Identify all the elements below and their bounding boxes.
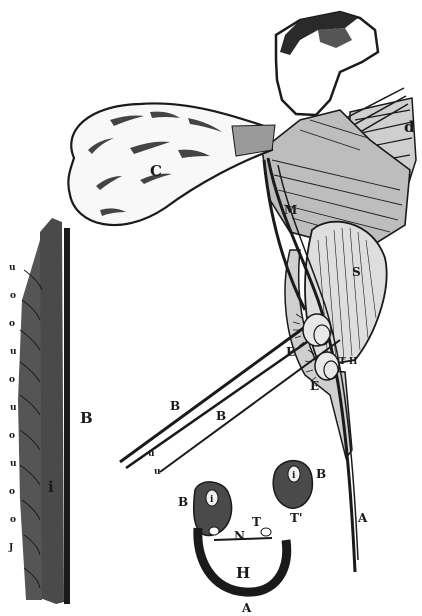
- label-n: N: [234, 529, 245, 543]
- side-marks: u o o u o u o u o oJ: [8, 263, 17, 553]
- side-mark: o: [9, 375, 15, 385]
- label-u2: u: [154, 467, 161, 477]
- label-b-mid1: B: [170, 399, 180, 413]
- label-i-left: i: [48, 478, 54, 496]
- side-mark: J: [8, 543, 13, 553]
- bladder-sac-c: [68, 103, 275, 225]
- label-b-left: B: [80, 409, 93, 427]
- label-b-mid2: B: [216, 409, 226, 423]
- label-e-upper: E: [286, 345, 295, 359]
- label-a-right: A: [357, 511, 368, 525]
- label-b-cs-left: B: [178, 495, 188, 509]
- label-b-cs-right: B: [316, 467, 326, 481]
- skull-fragment: [276, 12, 378, 115]
- label-i-cs-left: i: [210, 495, 214, 505]
- label-t-prime: T': [290, 511, 303, 525]
- side-mark: o: [9, 431, 15, 441]
- side-mark: o: [9, 319, 15, 329]
- label-u1: u: [148, 449, 155, 459]
- vertical-column-b: [18, 218, 70, 604]
- side-mark: u: [10, 459, 17, 469]
- side-mark: u: [10, 347, 17, 357]
- label-th: T H: [339, 357, 358, 367]
- label-s: S: [352, 265, 361, 279]
- label-h: H: [236, 564, 250, 582]
- label-m: M: [284, 203, 297, 217]
- label-c: C: [150, 162, 162, 180]
- side-mark: u: [9, 263, 16, 273]
- side-mark: o: [10, 515, 16, 525]
- label-d: d: [404, 118, 415, 136]
- side-mark: o: [10, 291, 16, 301]
- side-mark: o: [9, 487, 15, 497]
- side-mark: u: [10, 403, 17, 413]
- label-e-lower: E: [310, 379, 319, 393]
- label-t: T: [252, 515, 261, 529]
- label-a-bottom: A: [241, 601, 252, 615]
- label-i-cs-right: i: [292, 471, 296, 481]
